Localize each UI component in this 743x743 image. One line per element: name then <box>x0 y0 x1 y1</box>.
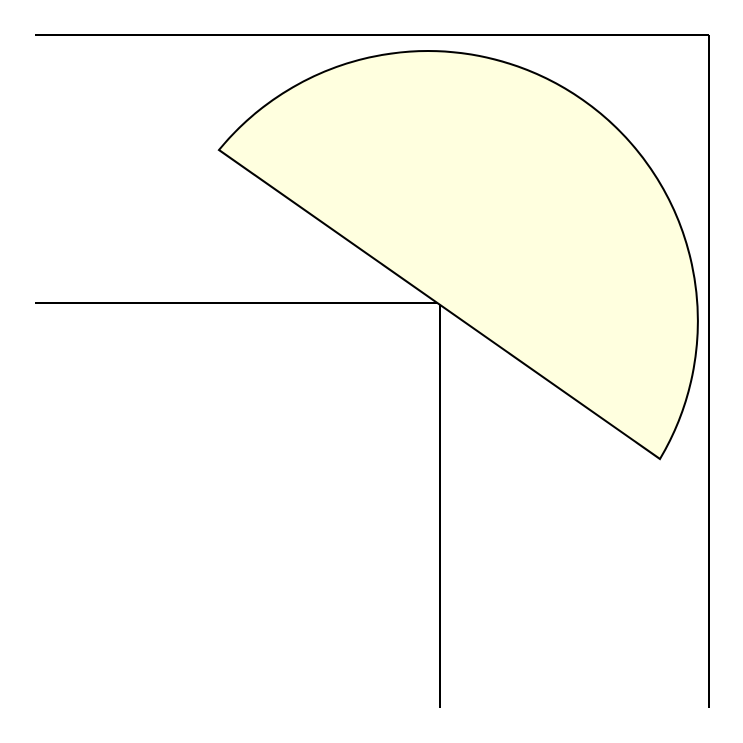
semicircle <box>217 50 699 461</box>
